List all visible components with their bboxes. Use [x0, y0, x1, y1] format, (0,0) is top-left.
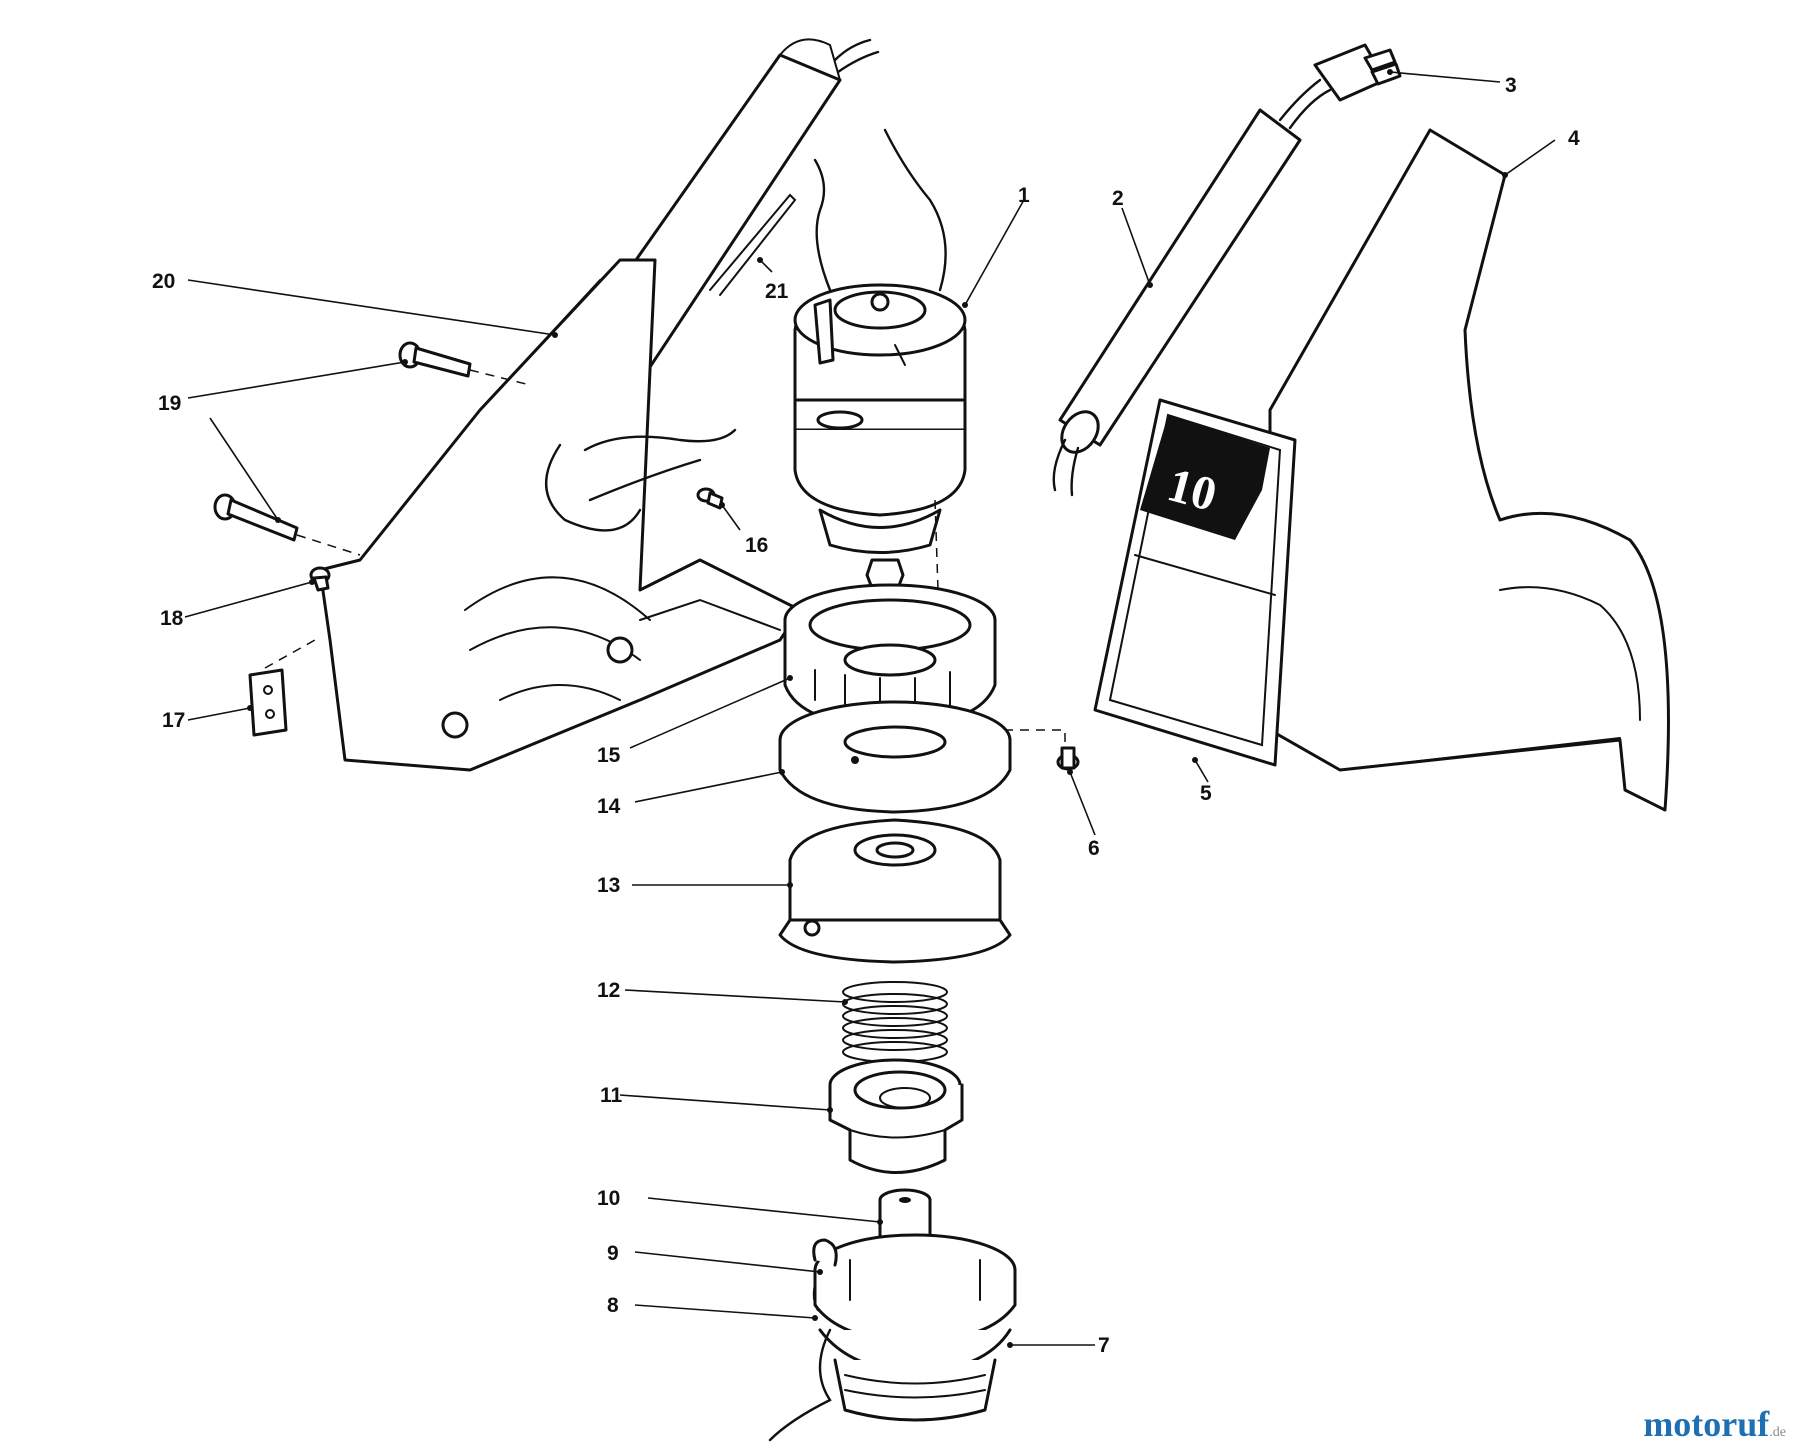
watermark-logo: motoruf.de — [1643, 1403, 1786, 1445]
label-part-5: 5 — [1200, 782, 1212, 805]
decal — [1093, 398, 1297, 767]
spring — [842, 981, 948, 1063]
label-part-13: 13 — [597, 874, 620, 897]
label-part-8: 8 — [607, 1294, 619, 1317]
spool-assembly — [768, 1233, 1017, 1442]
watermark-tld: .de — [1769, 1425, 1786, 1440]
housing-cover — [1268, 128, 1670, 812]
wire-plate — [248, 639, 316, 737]
drive-cup — [828, 1058, 964, 1174]
label-part-2: 2 — [1112, 187, 1124, 210]
label-part-3: 3 — [1505, 74, 1517, 97]
label-part-1: 1 — [1018, 184, 1030, 207]
label-part-19: 19 — [158, 392, 181, 415]
label-part-9: 9 — [607, 1242, 619, 1265]
handle-tube — [1052, 108, 1302, 497]
label-part-18: 18 — [160, 607, 184, 630]
label-part-15: 15 — [597, 744, 621, 767]
cover-screw — [1056, 746, 1080, 771]
leader-lines — [184, 69, 1556, 1348]
spool-housing — [778, 818, 1012, 964]
label-part-10: 10 — [597, 1187, 620, 1210]
label-part-21: 21 — [765, 280, 789, 303]
power-plug — [1278, 43, 1402, 130]
spool-cover-ring — [778, 700, 1012, 814]
ring-nut — [783, 583, 1066, 745]
watermark-text: motoruf — [1643, 1404, 1770, 1444]
label-part-17: 17 — [162, 709, 185, 732]
label-part-20: 20 — [152, 270, 175, 293]
mount-screw — [696, 487, 724, 510]
screw-lower — [213, 493, 361, 556]
label-part-16: 16 — [745, 534, 768, 557]
label-part-7: 7 — [1098, 1334, 1110, 1357]
housing-left-half — [318, 38, 880, 772]
motor — [793, 128, 967, 554]
label-part-14: 14 — [597, 795, 621, 818]
label-part-11: 11 — [600, 1084, 623, 1107]
small-screw — [309, 566, 331, 592]
part-labels: 1 2 3 4 5 6 7 8 9 10 11 12 13 14 15 16 1… — [152, 74, 1580, 1357]
label-part-12: 12 — [597, 979, 620, 1002]
label-part-6: 6 — [1088, 837, 1100, 860]
label-part-4: 4 — [1568, 127, 1580, 150]
